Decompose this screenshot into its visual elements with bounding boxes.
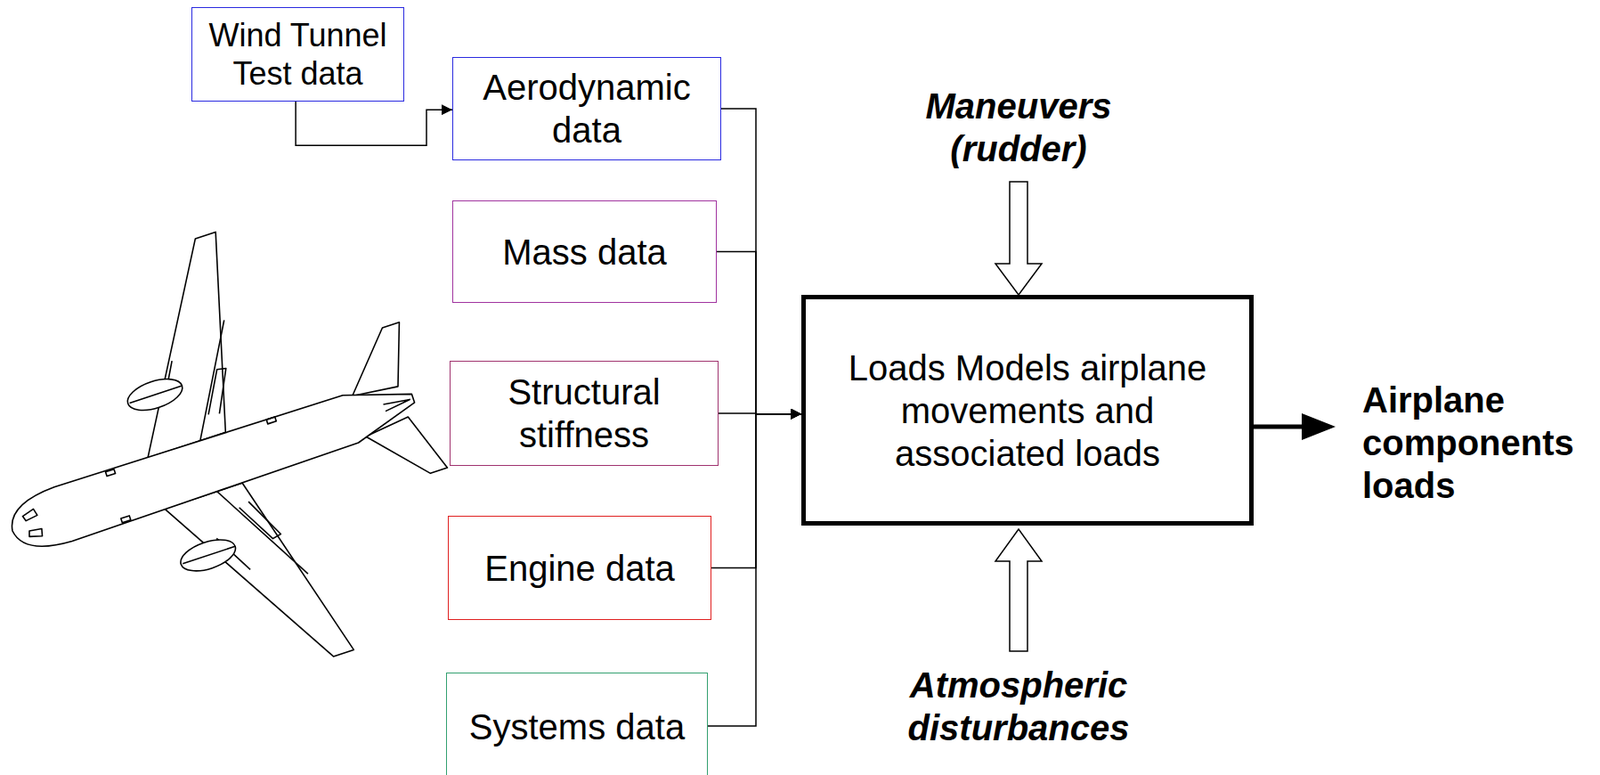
- input-label: Atmospheric disturbances: [893, 663, 1144, 749]
- box-text: Mass data: [502, 230, 667, 274]
- data-box: Wind Tunnel Test data: [191, 7, 405, 102]
- connector: [707, 414, 802, 726]
- box-text: Engine data: [484, 546, 675, 590]
- box-text: Systems data: [469, 705, 685, 748]
- output-arrow: [1250, 413, 1336, 440]
- hollow-arrow: [995, 181, 1042, 295]
- box-text: Structural stiffness: [455, 370, 713, 456]
- box-text: Aerodynamic data: [458, 65, 715, 152]
- connector: [716, 251, 802, 415]
- airplane-drawing: [0, 186, 493, 740]
- data-box: Systems data: [446, 672, 708, 775]
- connector: [295, 101, 453, 146]
- connector: [721, 108, 802, 415]
- data-box: Structural stiffness: [449, 360, 719, 466]
- data-box: Mass data: [452, 200, 717, 303]
- data-box: Aerodynamic data: [452, 56, 722, 161]
- box-text: Wind Tunnel Test data: [197, 16, 398, 93]
- output-label: Airplane components loads: [1362, 378, 1596, 507]
- input-label: Maneuvers (rudder): [920, 84, 1117, 171]
- hollow-arrow: [995, 528, 1042, 651]
- model-box: Loads Models airplane movements and asso…: [801, 294, 1254, 526]
- box-text: Loads Models airplane movements and asso…: [811, 346, 1244, 475]
- data-box: Engine data: [447, 515, 712, 620]
